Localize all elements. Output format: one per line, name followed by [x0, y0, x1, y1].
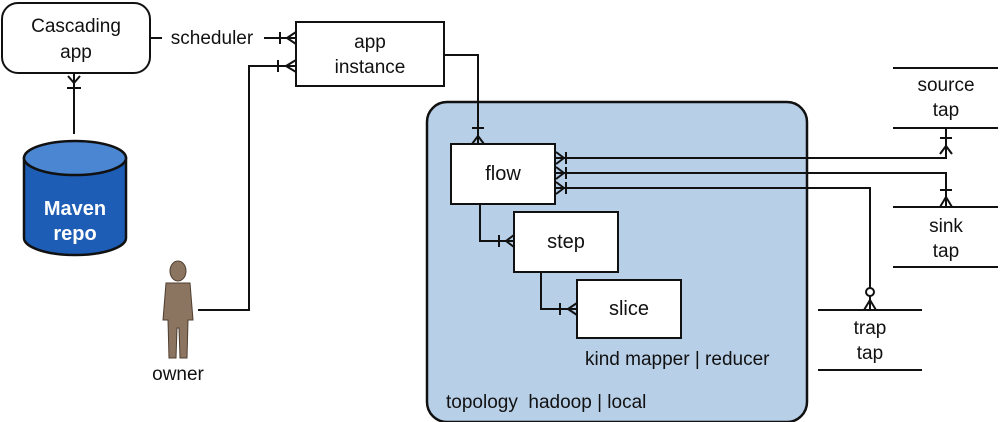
owner-label: owner	[152, 364, 204, 385]
slice-node: slice	[576, 279, 682, 339]
app-instance-node: app instance	[295, 21, 445, 87]
maven-repo-label-1: Maven	[44, 198, 106, 220]
source-tap-label-2: tap	[933, 100, 959, 121]
app-instance-label-2: instance	[335, 57, 406, 78]
database-cylinder-icon	[22, 139, 128, 257]
maven-repo-node: Maven repo	[22, 139, 128, 257]
cascading-app-label-2: app	[60, 42, 92, 63]
owner-node: owner	[152, 260, 205, 385]
flow-node: flow	[450, 143, 556, 205]
step-label: step	[547, 231, 585, 253]
cascading-app-label-1: Cascading	[31, 16, 121, 37]
source-tap-node: source tap	[893, 67, 998, 129]
scheduler-label: scheduler	[171, 28, 254, 49]
slice-kind-annotation: kind mapper | reducer	[585, 349, 770, 370]
trap-tap-label-1: trap	[854, 318, 887, 339]
maven-repo-label-2: repo	[53, 223, 96, 245]
step-node: step	[513, 211, 619, 273]
trap-tap-node: trap tap	[818, 309, 922, 371]
source-tap-label-1: source	[917, 75, 974, 96]
sink-tap-label-1: sink	[929, 216, 963, 237]
cascading-app-node: Cascading app	[1, 2, 151, 74]
sink-tap-label-2: tap	[933, 241, 959, 262]
slice-label: slice	[609, 298, 649, 320]
sink-tap-node: sink tap	[893, 206, 998, 268]
app-instance-label-1: app	[354, 32, 386, 53]
person-icon	[162, 260, 194, 359]
connectors	[67, 31, 953, 316]
topology-annotation: topology hadoop | local	[446, 392, 646, 413]
flow-label: flow	[485, 163, 521, 185]
trap-tap-label-2: tap	[857, 343, 883, 364]
